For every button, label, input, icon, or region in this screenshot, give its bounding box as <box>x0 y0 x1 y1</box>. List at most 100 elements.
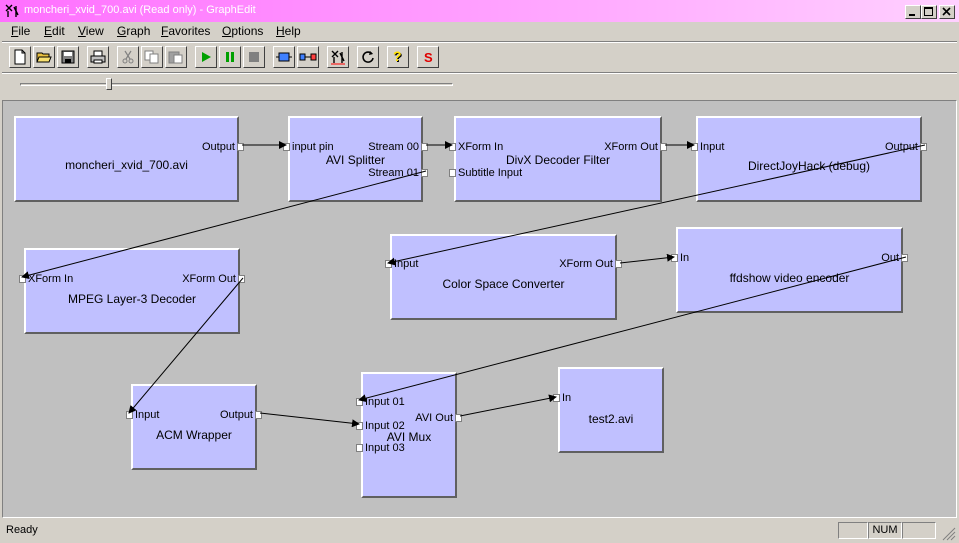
window-title: moncheri_xvid_700.avi (Read only) - Grap… <box>24 4 256 16</box>
refresh-button[interactable] <box>357 46 379 68</box>
help-icon: ?? <box>393 49 403 65</box>
pin-mux-input-03[interactable]: Input 03 <box>356 442 405 454</box>
seek-thumb[interactable] <box>106 78 112 90</box>
menu-graph[interactable]: Graph <box>117 24 151 38</box>
resize-grip-icon[interactable] <box>942 527 956 541</box>
close-button[interactable] <box>939 5 955 19</box>
maximize-button[interactable] <box>921 5 937 19</box>
status-panel-caps <box>838 522 868 539</box>
connection-djh-csc[interactable] <box>387 144 926 266</box>
copy-icon <box>144 50 159 64</box>
maximize-icon <box>924 7 933 16</box>
paste-button[interactable] <box>165 46 187 68</box>
pin-divx-xform-out[interactable]: XForm Out <box>604 141 667 153</box>
sync-button[interactable]: S <box>417 46 439 68</box>
filter-test2-avi-name: test2.avi <box>588 412 634 426</box>
pin-csc-xform-out[interactable]: XForm Out <box>559 258 622 270</box>
menu-favorites[interactable]: Favorites <box>161 24 211 38</box>
seek-track[interactable] <box>20 83 453 86</box>
connection-csc-ffdshow[interactable] <box>619 253 675 264</box>
filter-mpeg-layer3-decoder[interactable]: MPEG Layer-3 Decoder XForm In XForm Out <box>18 248 245 334</box>
stop-button[interactable] <box>243 46 265 68</box>
svg-text:?: ? <box>394 49 403 65</box>
cut-button[interactable] <box>117 46 139 68</box>
filter-acm-wrapper-name: ACM Wrapper <box>156 428 232 442</box>
pause-icon <box>226 52 234 62</box>
graph-icon <box>331 50 345 65</box>
menu-edit[interactable]: Edit <box>44 24 65 38</box>
connection-ffdshow-mux[interactable] <box>358 256 907 403</box>
menu-bar: File Edit View Graph Favorites Options H… <box>0 22 959 40</box>
status-panel-scroll <box>902 522 936 539</box>
connections-layer <box>21 141 926 428</box>
menu-help[interactable]: Help <box>276 24 301 38</box>
connection-splitter-mp3[interactable] <box>21 170 427 280</box>
toolbar-separator <box>2 72 957 74</box>
pin-mp3-xform-out[interactable]: XForm Out <box>182 273 245 285</box>
play-icon <box>202 52 211 62</box>
sync-icon: S <box>424 50 433 64</box>
filter-acm-wrapper[interactable]: ACM Wrapper Input Output <box>125 384 263 470</box>
filter-directjoyhack-name: DirectJoyHack (debug) <box>747 159 871 173</box>
graph-button[interactable] <box>327 46 349 68</box>
play-button[interactable] <box>195 46 217 68</box>
open-icon <box>36 52 52 63</box>
pin-source-output[interactable]: Output <box>201 141 245 153</box>
filter-ffdshow-encoder[interactable]: ffdshow video encoder In Out <box>670 227 908 313</box>
connection-mux-dest[interactable] <box>459 394 557 417</box>
filter-avi-splitter[interactable]: AVI Splitter input pin Stream 00 Stream … <box>283 116 428 202</box>
status-text: Ready <box>6 524 38 536</box>
pin-mux-avi-out[interactable]: AVI Out <box>415 412 462 424</box>
open-button[interactable] <box>33 46 55 68</box>
refresh-icon <box>362 51 374 63</box>
seek-bar <box>0 74 959 98</box>
status-bar: Ready NUM <box>0 520 959 543</box>
print-button[interactable] <box>87 46 109 68</box>
filter-avi-mux-name: AVI Mux <box>386 430 432 444</box>
new-button[interactable] <box>9 46 31 68</box>
pin-divx-subtitle-input[interactable]: Subtitle Input <box>448 167 523 179</box>
copy-button[interactable] <box>141 46 163 68</box>
filter-directjoyhack[interactable]: DirectJoyHack (debug) Input Output <box>690 116 928 202</box>
pin-ffdshow-out[interactable]: Out <box>881 252 908 264</box>
filter-test2-avi[interactable]: test2.avi In <box>552 367 664 453</box>
new-icon <box>14 49 26 65</box>
menu-file[interactable]: File <box>11 24 31 38</box>
connection-mp3-acm[interactable] <box>128 277 244 414</box>
minimize-button[interactable] <box>905 5 921 19</box>
filter-color-space-converter-name: Color Space Converter <box>442 277 565 291</box>
filter-avi-mux[interactable]: AVI Mux Input 01 Input 02 Input 03 AVI O… <box>356 372 462 498</box>
frame-step-icon <box>299 53 317 61</box>
filter-source-name: moncheri_xvid_700.avi <box>65 158 188 172</box>
paste-icon <box>168 51 183 64</box>
save-icon <box>61 50 75 64</box>
filter-mpeg-layer3-decoder-name: MPEG Layer-3 Decoder <box>67 292 197 306</box>
seek-button[interactable] <box>273 46 295 68</box>
filter-source[interactable]: moncheri_xvid_700.avi Output <box>14 116 245 202</box>
cut-icon <box>122 50 134 64</box>
print-icon <box>90 50 106 64</box>
close-icon <box>942 7 951 16</box>
minimize-icon <box>909 14 915 16</box>
pause-button[interactable] <box>219 46 241 68</box>
menu-view[interactable]: View <box>78 24 104 38</box>
pin-djh-output[interactable]: Output <box>884 141 928 153</box>
svg-text:?: ? <box>393 49 402 64</box>
pin-acm-output[interactable]: Output <box>219 409 263 421</box>
status-panel-num: NUM <box>868 522 902 539</box>
save-button[interactable] <box>57 46 79 68</box>
filter-color-space-converter[interactable]: Color Space Converter Input XForm Out <box>384 234 622 320</box>
graph-canvas[interactable]: moncheri_xvid_700.avi Output AVI Splitte… <box>2 100 957 518</box>
menu-separator <box>2 41 957 43</box>
connection-acm-mux[interactable] <box>259 412 360 428</box>
graphedit-icon <box>5 4 19 17</box>
pin-splitter-stream-00[interactable]: Stream 00 <box>368 141 428 153</box>
menu-options[interactable]: Options <box>222 24 264 38</box>
help-button[interactable]: ?? <box>387 46 409 68</box>
filter-divx-decoder[interactable]: DivX Decoder Filter XForm In Subtitle In… <box>448 116 667 202</box>
title-bar[interactable]: moncheri_xvid_700.avi (Read only) - Grap… <box>0 0 959 22</box>
filter-divx-decoder-name: DivX Decoder Filter <box>505 153 611 167</box>
frame-step-button[interactable] <box>297 46 319 68</box>
svg-text:S: S <box>424 50 433 64</box>
filter-ffdshow-encoder-name: ffdshow video encoder <box>729 271 850 285</box>
